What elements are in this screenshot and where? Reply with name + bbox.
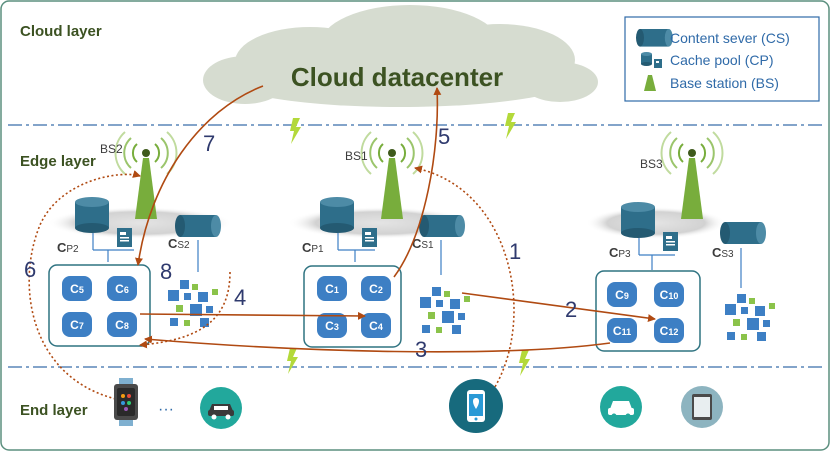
cache-tile-c4: C4: [361, 313, 391, 338]
arrow-step-2: [461, 292, 656, 323]
legend: Content sever (CS) Cache pool (CP) Base …: [624, 16, 820, 102]
legend-cp-label: Cache pool (CP): [670, 52, 774, 68]
edge-layer-label: Edge layer: [20, 153, 96, 170]
base-station-icon: [644, 75, 656, 91]
cache-tile-c5: C5: [62, 276, 92, 301]
cache-tile-label: C4: [369, 319, 383, 333]
content-server-cs2: CS2: [168, 215, 221, 327]
content-server-cs1: CS1: [412, 215, 470, 334]
cache-pool-icon: [320, 197, 354, 233]
step-1-label: 1: [509, 239, 521, 264]
cache-tile-label: C9: [615, 288, 629, 302]
cache-pool-cp3: CP3: [609, 202, 678, 270]
smartwatch-icon: [114, 378, 138, 426]
legend-bs-label: Base station (BS): [670, 75, 779, 91]
cp2-label: CP2: [57, 240, 79, 255]
cache-tile-c7: C7: [62, 312, 92, 337]
cache-pool-icon: [641, 52, 662, 68]
base-station-bs3: BS3: [640, 131, 724, 220]
end-layer-label: End layer: [20, 402, 88, 419]
base-station-bs1: BS1: [345, 131, 424, 220]
cache-pool-cp2: CP2: [57, 197, 134, 262]
cloud-datacenter: Cloud datacenter: [203, 5, 598, 107]
content-data-cluster: [168, 280, 218, 327]
content-server-icon: [636, 29, 673, 47]
cache-tile-label: C1: [325, 282, 339, 296]
cache-tile-c9: C9: [607, 282, 637, 307]
cache-tile-label: C7: [70, 318, 84, 332]
cache-pool-cp1: CP1: [302, 197, 377, 262]
cs2-label: CS2: [168, 236, 190, 251]
arrow-step-4: [139, 311, 366, 320]
cache-tile-label: C10: [660, 288, 679, 302]
cache-tile-label: C3: [325, 319, 339, 333]
cache-tile-c2: C2: [361, 276, 391, 301]
content-data-cluster: [725, 294, 775, 341]
base-station-bs2: BS2: [100, 131, 178, 220]
content-server-cs3: CS3: [712, 222, 775, 341]
cache-tile-c12: C12: [654, 318, 684, 343]
car-icon: [200, 387, 242, 429]
cache-pool-card-icon: [663, 232, 678, 251]
car-icon: [600, 386, 642, 428]
cloud-title: Cloud datacenter: [291, 62, 503, 92]
content-data-cluster: [420, 287, 470, 334]
cache-tile-c6: C6: [107, 276, 137, 301]
base-station-icon: [660, 131, 724, 220]
cache-pool-icon: [621, 202, 655, 238]
cache-tile-label: C12: [660, 324, 679, 338]
cache-tile-label: C6: [115, 282, 129, 296]
base-station-icon: [360, 131, 424, 220]
cache-tile-c3: C3: [317, 313, 347, 338]
step-2-label: 2: [565, 297, 577, 322]
content-server-icon: [720, 222, 766, 244]
cache-tile-label: C5: [70, 282, 84, 296]
step-3-label: 3: [415, 337, 427, 362]
step-7-label: 7: [203, 131, 215, 156]
cache-tile-label: C8: [115, 318, 129, 332]
flow-arrows: [28, 85, 656, 406]
arrow-step-6: [28, 170, 141, 401]
arrow-step-5: [393, 87, 442, 278]
cache-tile-c1: C1: [317, 276, 347, 301]
bs1-label: BS1: [345, 149, 368, 163]
cs1-label: CS1: [412, 236, 434, 251]
step-5-label: 5: [438, 124, 450, 149]
lightning-icon: [290, 118, 301, 144]
cache-pool-card-icon: [117, 228, 132, 247]
arrow-step-1: [414, 165, 515, 406]
content-server-icon: [175, 215, 221, 237]
smartphone-icon: [449, 379, 503, 433]
cache-tile-c8: C8: [107, 312, 137, 337]
arrow-step-3: [144, 335, 611, 353]
cs3-label: CS3: [712, 245, 734, 260]
lightning-icon: [287, 348, 298, 374]
bs2-label: BS2: [100, 142, 123, 156]
edge-disc-right: [586, 207, 726, 239]
cache-pool-icon: [75, 197, 109, 233]
cache-tile-c11: C11: [607, 318, 637, 343]
lightning-icon: [505, 113, 516, 139]
step-4-label: 4: [234, 285, 246, 310]
cloud-layer-label: Cloud layer: [20, 23, 102, 40]
cp3-label: CP3: [609, 245, 631, 260]
content-server-icon: [419, 215, 465, 237]
arrow-step-6b: [139, 271, 231, 349]
legend-cs-label: Content sever (CS): [670, 30, 790, 46]
device-ellipsis: ···: [158, 401, 174, 418]
step-8-label: 8: [160, 259, 172, 284]
bs3-label: BS3: [640, 157, 663, 171]
tablet-icon: [681, 386, 723, 428]
lightning-icon: [519, 350, 530, 376]
step-6-label: 6: [24, 257, 36, 282]
cache-tile-c10: C10: [654, 282, 684, 307]
arrow-step-7: [135, 85, 264, 266]
cache-tile-label: C2: [369, 282, 383, 296]
cp1-label: CP1: [302, 240, 324, 255]
cache-pool-card-icon: [362, 228, 377, 247]
cache-tile-label: C11: [613, 324, 631, 338]
